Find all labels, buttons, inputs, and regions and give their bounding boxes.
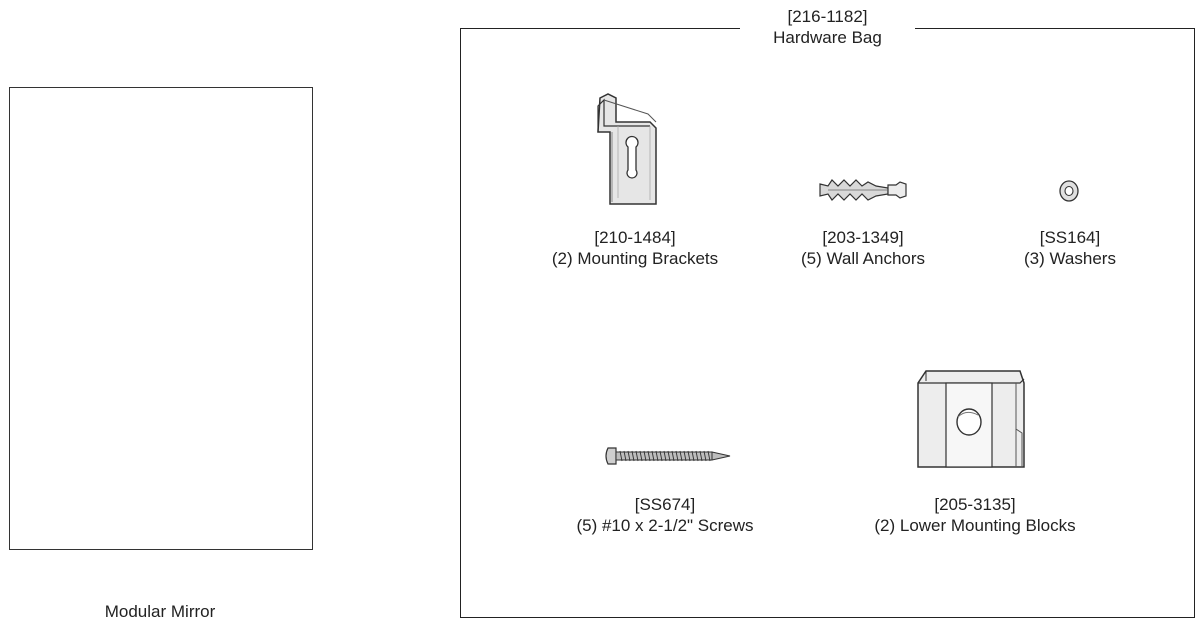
hardware-bag-name: Hardware Bag (773, 28, 882, 47)
blocks-part-number: [205-3135] (934, 495, 1016, 514)
hardware-bag-part-number: [216-1182] (787, 7, 868, 26)
mounting-block-icon (917, 370, 1025, 468)
washer-icon (1059, 180, 1079, 202)
screws-part-number: [SS674] (634, 495, 696, 514)
anchors-description: (5) Wall Anchors (800, 249, 926, 268)
brackets-caption: [210-1484] (2) Mounting Brackets (525, 227, 745, 269)
screws-description: (5) #10 x 2-1/2" Screws (576, 516, 754, 535)
washers-description: (3) Washers (1024, 249, 1116, 268)
modular-mirror-label: Modular Mirror (104, 602, 216, 621)
hardware-bag-title-mask (740, 0, 915, 50)
screw-icon (605, 447, 731, 465)
blocks-caption: [205-3135] (2) Lower Mounting Blocks (840, 494, 1110, 536)
washers-caption: [SS164] (3) Washers (995, 227, 1145, 269)
mounting-bracket-icon (597, 93, 657, 205)
anchors-part-number: [203-1349] (822, 228, 904, 247)
hardware-bag-title: [216-1182] Hardware Bag (740, 6, 915, 48)
brackets-description: (2) Mounting Brackets (551, 249, 719, 268)
modular-mirror-outline (9, 87, 313, 550)
screws-caption: [SS674] (5) #10 x 2-1/2" Screws (535, 494, 795, 536)
anchors-caption: [203-1349] (5) Wall Anchors (768, 227, 958, 269)
wall-anchor-icon (819, 179, 907, 201)
washers-part-number: [SS164] (1039, 228, 1101, 247)
blocks-description: (2) Lower Mounting Blocks (874, 516, 1076, 535)
brackets-part-number: [210-1484] (594, 228, 676, 247)
